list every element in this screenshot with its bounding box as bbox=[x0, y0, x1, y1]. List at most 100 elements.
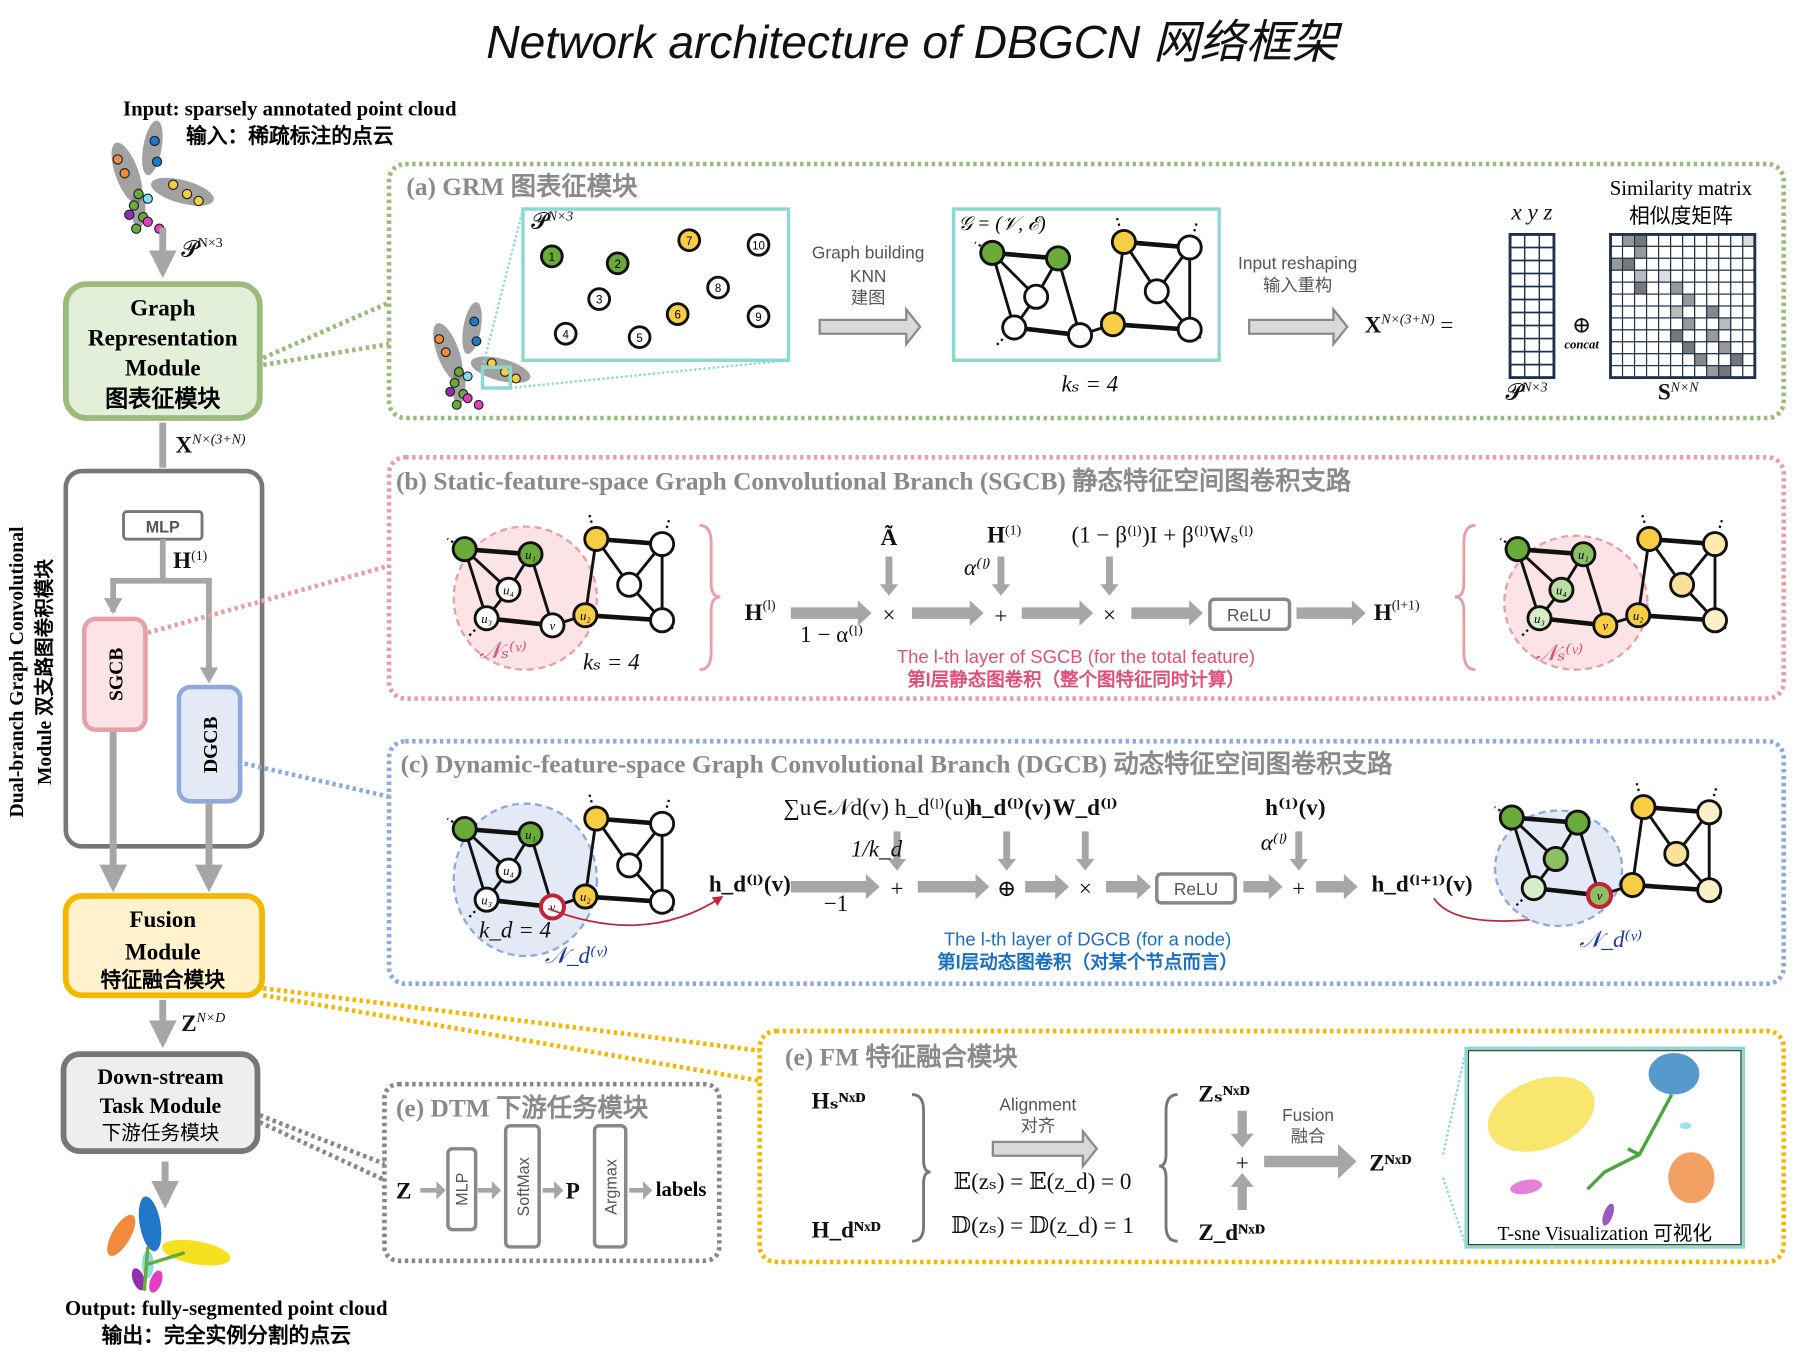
dgcb-block[interactable]: DGCB bbox=[176, 684, 243, 804]
x-equation: XN×(3+N) = bbox=[1365, 311, 1454, 337]
hs-input: H(l) bbox=[745, 598, 776, 625]
dtm-mlp-block[interactable]: MLP bbox=[446, 1147, 478, 1232]
graph-node bbox=[1702, 607, 1728, 634]
similarity-cell bbox=[1730, 329, 1744, 343]
similarity-cell bbox=[1658, 341, 1672, 355]
similarity-cell bbox=[1670, 365, 1684, 379]
graph-node bbox=[473, 886, 500, 913]
similarity-cell bbox=[1706, 353, 1720, 367]
similarity-cell bbox=[1621, 281, 1636, 295]
fusion-module[interactable]: Fusion Module 特征融合模块 bbox=[62, 893, 265, 999]
graph-node bbox=[451, 816, 478, 842]
similarity-cell bbox=[1742, 305, 1756, 319]
point-node bbox=[665, 302, 690, 326]
sgcb-block[interactable]: SGCB bbox=[81, 616, 148, 733]
point-node bbox=[540, 244, 564, 269]
dgcb-label: DGCB bbox=[201, 716, 222, 773]
fusion-label: Fusion bbox=[1282, 1105, 1334, 1125]
graph-node bbox=[1625, 602, 1652, 629]
graph-node bbox=[1696, 877, 1723, 904]
panel-dgcb: (c) Dynamic-feature-space Graph Convolut… bbox=[386, 738, 1786, 987]
output-point-cloud-image bbox=[107, 1196, 231, 1293]
tsne-cluster-green bbox=[1586, 1093, 1674, 1191]
graph-node bbox=[1669, 571, 1696, 598]
alpha-label: α⁽ˡ⁾ bbox=[1261, 829, 1288, 855]
small-point-cloud-image bbox=[433, 302, 531, 410]
similarity-cell bbox=[1609, 317, 1624, 331]
similarity-cell bbox=[1658, 233, 1672, 247]
h1v-term: h⁽¹⁾(v) bbox=[1265, 794, 1325, 820]
point-node bbox=[677, 228, 702, 253]
relu-block[interactable]: ReLU bbox=[1155, 872, 1238, 905]
relu-label: ReLU bbox=[1227, 605, 1271, 625]
tsne-cluster bbox=[1648, 1052, 1700, 1095]
graph-node-label: u₁ bbox=[1578, 548, 1589, 562]
static-neighborhood-label: 𝒩ₛ⁽ᵛ⁾ bbox=[1535, 639, 1583, 665]
relu-block[interactable]: ReLU bbox=[1208, 597, 1292, 632]
point-node bbox=[746, 233, 771, 257]
tsne-clusters bbox=[1487, 1052, 1715, 1226]
alignment-label: Alignment bbox=[999, 1095, 1076, 1115]
similarity-cell bbox=[1694, 281, 1708, 295]
similarity-cell bbox=[1742, 233, 1756, 247]
down-arrow bbox=[1075, 831, 1095, 871]
brace bbox=[699, 523, 721, 672]
arrow bbox=[1264, 1144, 1357, 1179]
brace bbox=[911, 1093, 931, 1243]
dtm-labels: labels bbox=[656, 1178, 707, 1201]
wd-term: W_d⁽ˡ⁾ bbox=[1053, 794, 1118, 820]
hd-output: h_d⁽ˡ⁺¹⁾(v) bbox=[1372, 870, 1473, 896]
similarity-cell bbox=[1670, 305, 1684, 319]
softmax-block[interactable]: SoftMax bbox=[503, 1123, 541, 1249]
graph-node bbox=[1548, 576, 1575, 603]
similarity-cell bbox=[1706, 329, 1720, 343]
panel-dtm: (e) DTM 下游任务模块 Z MLP SoftMax P Argmax la… bbox=[382, 1081, 722, 1264]
argmax-block[interactable]: Argmax bbox=[592, 1123, 628, 1249]
similarity-cell bbox=[1646, 257, 1660, 271]
similarity-cell bbox=[1658, 293, 1672, 307]
graph-node-label: u₂ bbox=[580, 609, 591, 623]
graph-node-label: v bbox=[550, 619, 556, 633]
mlp-block[interactable]: MLP bbox=[122, 510, 204, 541]
flow-arrow bbox=[917, 874, 990, 900]
similarity-cell bbox=[1694, 245, 1708, 259]
segment-blob bbox=[131, 1268, 146, 1291]
similarity-cell bbox=[1621, 329, 1636, 343]
h1-label: H(1) bbox=[987, 522, 1021, 548]
graph-node-label: u₃ bbox=[1534, 612, 1545, 626]
similarity-cell bbox=[1718, 329, 1732, 343]
similarity-cell bbox=[1621, 233, 1636, 247]
alpha-label: α⁽ˡ⁾ bbox=[964, 554, 991, 580]
similarity-cell bbox=[1633, 353, 1648, 367]
similarity-cell bbox=[1694, 293, 1708, 307]
downstream-task-module[interactable]: Down-stream Task Module 下游任务模块 bbox=[60, 1051, 261, 1154]
graph-node bbox=[1176, 316, 1203, 343]
a-tilde-label: Ã bbox=[881, 524, 898, 550]
graph-node-label: v bbox=[550, 901, 556, 915]
one-minus-alpha: 1 − α⁽ˡ⁾ bbox=[800, 621, 863, 647]
graph-node bbox=[1067, 322, 1094, 349]
annotated-point bbox=[128, 200, 140, 211]
annotated-point bbox=[112, 154, 123, 165]
similarity-cell bbox=[1646, 293, 1660, 307]
similarity-cell bbox=[1609, 257, 1624, 271]
down-arrow bbox=[997, 831, 1016, 871]
grm-line: Module bbox=[125, 354, 201, 380]
graph-node bbox=[616, 852, 643, 879]
dual-branch-label: Dual-branch Graph Convolutional bbox=[7, 526, 28, 817]
knn-label: KNN bbox=[850, 266, 887, 286]
similarity-cell bbox=[1706, 281, 1720, 295]
graph-node bbox=[1619, 872, 1646, 898]
grm-line: Representation bbox=[88, 324, 238, 350]
similarity-cell bbox=[1742, 281, 1756, 295]
down-arrow bbox=[1100, 556, 1119, 596]
annotated-point bbox=[151, 156, 163, 167]
graph-representation-module[interactable]: Graph Representation Module 图表征模块 bbox=[62, 281, 263, 421]
red-curve-arrow bbox=[1433, 897, 1550, 925]
fusion-arrows bbox=[1230, 1110, 1254, 1210]
annotated-point bbox=[142, 216, 153, 227]
ks-label: kₛ = 4 bbox=[583, 649, 640, 675]
edge-continuation bbox=[1515, 898, 1524, 907]
similarity-cell bbox=[1682, 305, 1696, 319]
